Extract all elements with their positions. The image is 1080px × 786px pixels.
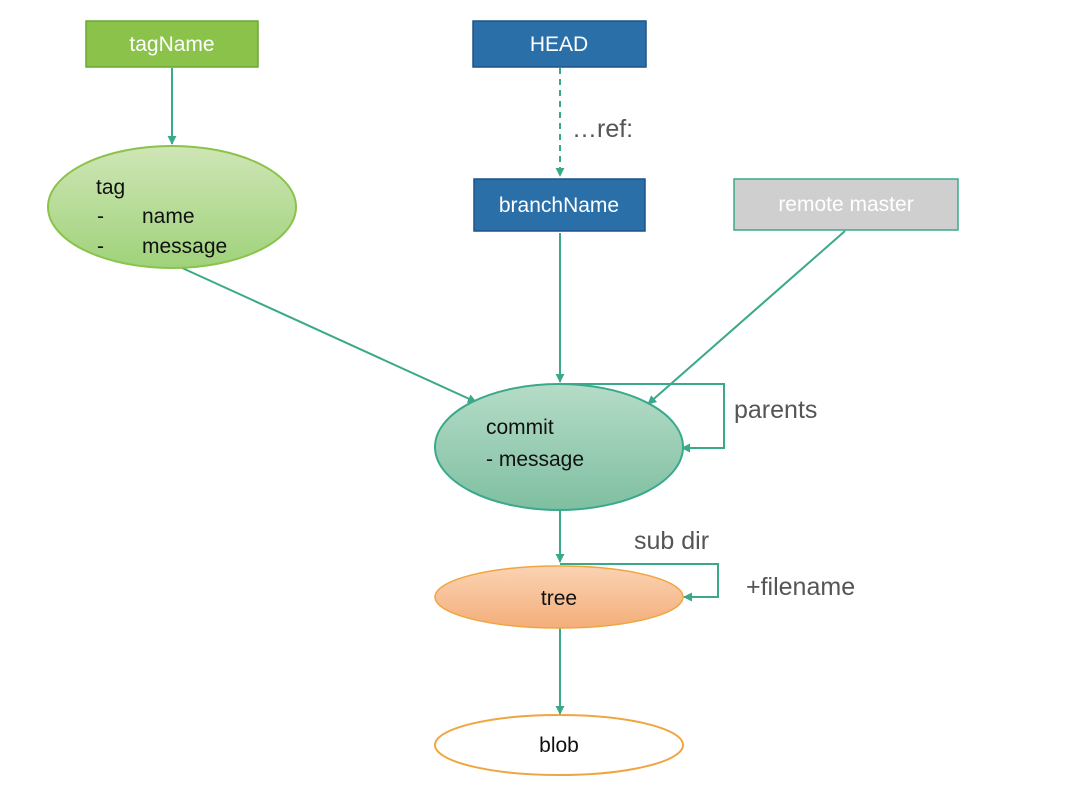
edge-tag-to-commit	[179, 266, 477, 403]
tag-item-bullet: -	[97, 205, 104, 228]
head-node: HEAD	[472, 20, 647, 68]
remote-master-node: remote master	[733, 178, 959, 231]
commit-detail: - message	[486, 448, 584, 471]
commit-title: commit	[486, 416, 554, 439]
tag-item-message: message	[142, 235, 227, 258]
branchname-label: branchName	[499, 194, 619, 217]
commit-node: commit - message	[434, 383, 684, 511]
tagname-label: tagName	[129, 33, 214, 56]
edges	[167, 68, 846, 715]
subdir-edge-label: sub dir	[634, 527, 709, 555]
remote-master-label: remote master	[778, 193, 913, 216]
tagname-node: tagName	[85, 20, 259, 68]
parents-edge-label: parents	[734, 396, 817, 424]
filename-edge-label: +filename	[746, 573, 855, 601]
blob-label: blob	[539, 734, 579, 757]
tag-item-name: name	[142, 205, 195, 228]
branchname-node: branchName	[473, 178, 646, 232]
head-label: HEAD	[530, 33, 588, 56]
ref-edge-label: …ref:	[572, 115, 633, 143]
tree-node: tree	[434, 565, 684, 629]
tag-item-bullet: -	[97, 235, 104, 258]
edge-remote-to-commit	[647, 230, 846, 405]
tag-node: tag - name - message	[47, 145, 297, 269]
edge-commit-parents-loop	[560, 383, 725, 453]
blob-node: blob	[434, 714, 684, 776]
edge-tree-subdir-loop	[560, 563, 719, 602]
tree-label: tree	[541, 587, 577, 610]
tag-title: tag	[96, 176, 125, 199]
